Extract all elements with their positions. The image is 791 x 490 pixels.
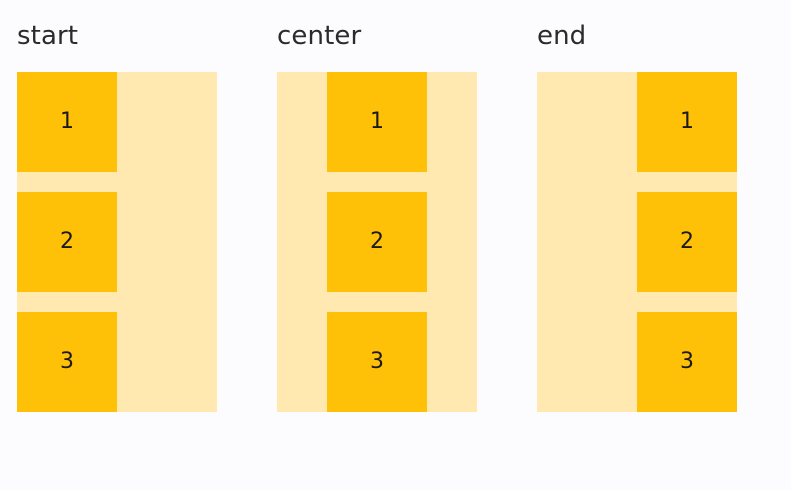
flex-item-label: 1 (680, 109, 694, 134)
column-label-start: start (17, 21, 79, 51)
flex-item: 2 (637, 192, 737, 292)
flex-item-label: 2 (60, 229, 74, 254)
flex-item: 3 (327, 312, 427, 412)
flex-item: 2 (327, 192, 427, 292)
flex-item: 1 (327, 72, 427, 172)
flex-item-label: 2 (680, 229, 694, 254)
flex-container-end: 1 2 3 (537, 72, 737, 412)
flex-item: 1 (17, 72, 117, 172)
flex-item-label: 1 (60, 109, 74, 134)
flex-item-label: 1 (370, 109, 384, 134)
flex-item: 1 (637, 72, 737, 172)
flex-container-center: 1 2 3 (277, 72, 477, 412)
column-label-center: center (277, 21, 362, 51)
column-label-end: end (537, 21, 587, 51)
alignment-demo-board: start 1 2 3 center 1 2 3 (17, 0, 791, 490)
flex-item: 2 (17, 192, 117, 292)
flex-item: 3 (17, 312, 117, 412)
flex-item: 3 (637, 312, 737, 412)
flex-container-start: 1 2 3 (17, 72, 217, 412)
flex-item-label: 2 (370, 229, 384, 254)
flex-item-label: 3 (60, 349, 74, 374)
flex-item-label: 3 (680, 349, 694, 374)
flex-item-label: 3 (370, 349, 384, 374)
